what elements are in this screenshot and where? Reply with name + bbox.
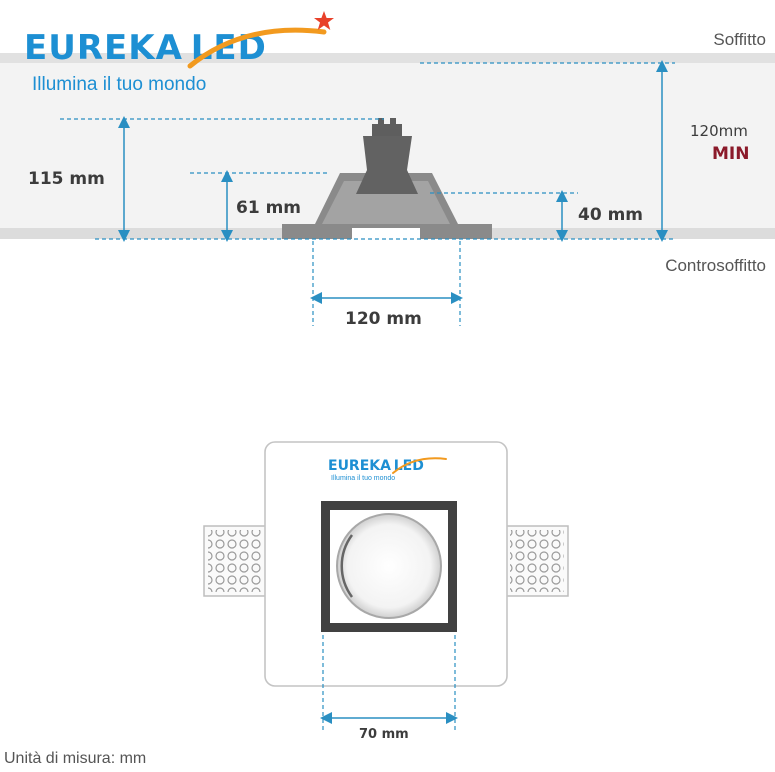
front-logo-wordmark: EUREKA LED [328,458,424,474]
reference-lines [60,62,675,326]
section-diagram [0,53,775,326]
clearance-value: 120mm [690,122,748,140]
housing-inner [322,181,450,224]
front-logo-brand-left: EUREKA [328,458,391,474]
star-icon [314,11,334,30]
controsoffitto-label: Controsoffitto [665,256,766,275]
dim-120-width-label: 120 mm [345,309,422,329]
front-view-diagram [203,441,569,730]
logo-slogan: Illumina il tuo mondo [32,74,207,95]
soffitto-label: Soffitto [713,30,766,49]
lamp-icon [356,118,418,194]
front-logo-brand-right: LED [393,458,424,474]
logo-brand-left: EUREKA [24,28,183,68]
logo-wordmark: EUREKA LED [24,28,267,68]
dim-70-label: 70 mm [359,727,409,742]
units-note: Unità di misura: mm [4,750,147,767]
dim-61-label: 61 mm [236,198,302,218]
front-logo-slogan: Illumina il tuo mondo [331,475,396,482]
right-mesh-tab [505,525,569,597]
dim-115-label: 115 mm [28,169,105,189]
front-logo-swoosh [392,457,447,474]
lamp-opening [352,228,420,239]
clearance-min-label: MIN [712,144,750,164]
left-mesh-tab [203,525,267,597]
dim-40-label: 40 mm [578,205,644,225]
front-brand-logo: EUREKA LED Illumina il tuo mondo [328,457,458,488]
brand-logo: EUREKA LED Illumina il tuo mondo [24,11,404,98]
lamp-lens [336,513,442,619]
logo-swoosh [187,27,327,69]
ceiling-band [0,53,775,63]
